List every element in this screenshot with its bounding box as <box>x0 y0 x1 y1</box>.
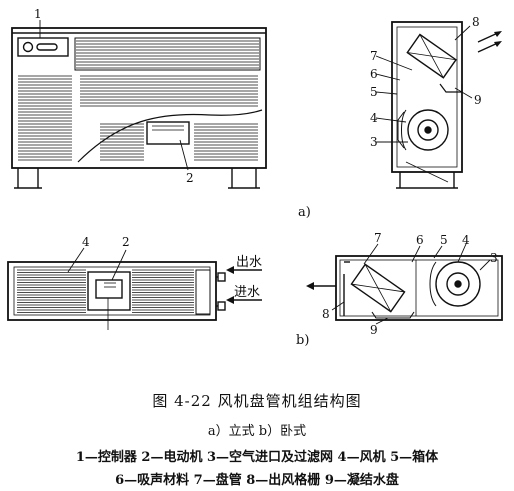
label-part-3: 3 <box>490 251 498 265</box>
label-part-4: 4 <box>462 233 470 247</box>
sub-label-a: a) <box>298 205 311 220</box>
label-part-8: 8 <box>472 15 480 29</box>
water-inlet-label: 进水 <box>234 285 260 300</box>
legend-line-1: 1—控制器 2—电动机 3—空气进口及过滤网 4—风机 5—箱体 <box>75 450 439 465</box>
label-part-9: 9 <box>474 93 482 107</box>
condensate-tray <box>439 83 463 93</box>
fan-coil-structure-diagram: 1 2 3 4 5 6 7 8 9 4 2 7 6 5 4 3 8 9 a) b… <box>7 7 503 348</box>
motor <box>146 121 190 145</box>
vertical-unit-side-section <box>375 21 502 189</box>
label-part-6: 6 <box>370 67 378 81</box>
controller <box>17 37 69 57</box>
sub-label-b: b) <box>296 333 309 348</box>
horizontal-unit-plan-view <box>7 247 262 330</box>
label-part-5: 5 <box>370 85 378 99</box>
label-part-4: 4 <box>370 111 378 125</box>
label-part-2: 2 <box>122 235 130 249</box>
label-part-2: 2 <box>186 171 194 185</box>
coil <box>406 33 457 79</box>
condensate-tray <box>371 311 415 319</box>
figure-title: 图 4-22 风机盘管机组结构图 <box>152 392 362 410</box>
label-part-6: 6 <box>416 233 424 247</box>
fan <box>407 109 449 151</box>
label-part-5: 5 <box>440 233 448 247</box>
label-part-3: 3 <box>370 135 378 149</box>
water-outlet-label: 出水 <box>236 255 262 270</box>
horizontal-unit-side-section <box>306 243 503 325</box>
label-part-4: 4 <box>82 235 90 249</box>
label-part-7: 7 <box>370 49 378 63</box>
legend-line-2: 6—吸声材料 7—盘管 8—出风格栅 9—凝结水盘 <box>115 473 399 488</box>
label-part-8: 8 <box>322 307 330 321</box>
top-grille <box>76 40 259 69</box>
label-part-9: 9 <box>370 323 378 337</box>
figure-subtitle: a）立式 b）卧式 <box>207 424 307 439</box>
motor <box>87 271 131 311</box>
label-part-1: 1 <box>34 7 42 21</box>
label-part-7: 7 <box>374 231 382 245</box>
coil <box>350 263 406 313</box>
vertical-unit-front-view <box>11 20 267 189</box>
